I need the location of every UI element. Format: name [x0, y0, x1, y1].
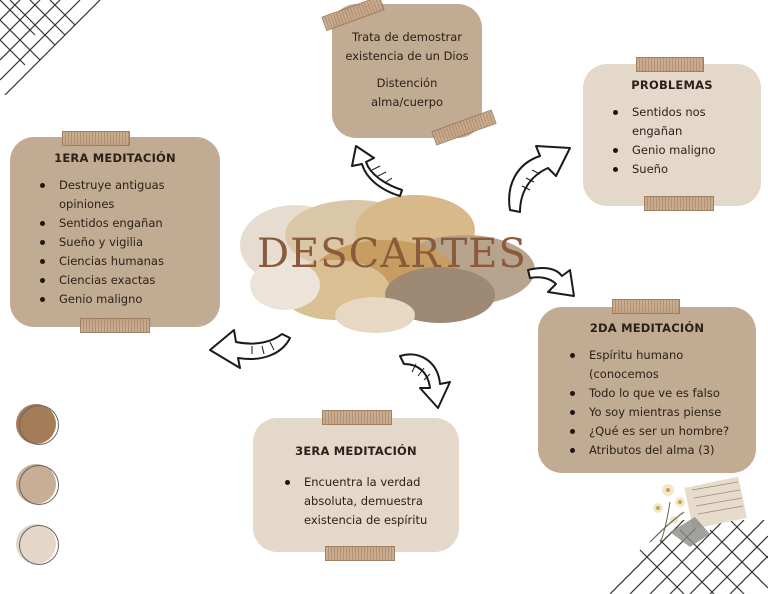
arrow-to-primera-icon — [210, 330, 290, 368]
arrow-to-segunda-icon — [528, 268, 574, 296]
arrow-to-problemas-icon — [509, 146, 570, 212]
arrow-to-tercera-icon — [400, 354, 450, 408]
arrow-to-top-box-icon — [352, 146, 402, 196]
